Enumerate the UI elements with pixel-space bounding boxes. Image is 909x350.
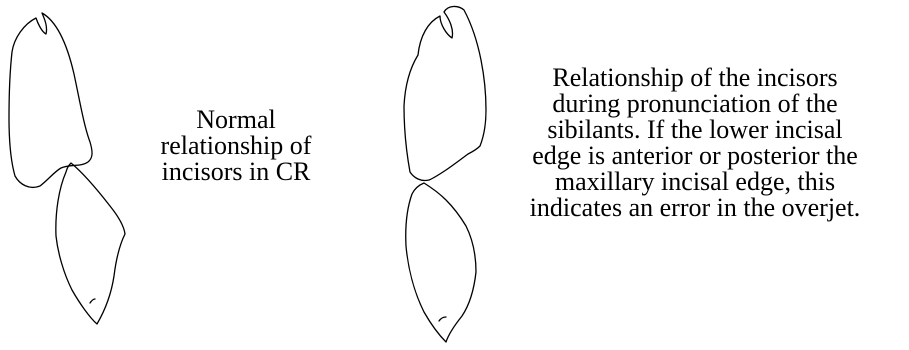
left-caption-line: incisors in CR	[150, 159, 322, 185]
right-caption-line: sibilants. If the lower incisal	[484, 117, 906, 143]
left-caption: Normal relationship of incisors in CR	[150, 107, 322, 185]
left-caption-line: Normal	[150, 107, 322, 133]
right-caption: Relationship of the incisors during pron…	[484, 65, 906, 221]
right-caption-line: during pronunciation of the	[484, 91, 906, 117]
left-lower-incisor	[56, 163, 125, 324]
right-caption-line: edge is anterior or posterior the	[484, 143, 906, 169]
left-upper-incisor	[9, 13, 92, 187]
right-lower-incisor-mark	[439, 317, 446, 321]
left-lower-incisor-mark	[90, 299, 95, 303]
left-caption-line: relationship of	[150, 133, 322, 159]
right-caption-line: Relationship of the incisors	[484, 65, 906, 91]
right-caption-line: indicates an error in the overjet.	[484, 195, 906, 221]
right-caption-line: maxillary incisal edge, this	[484, 169, 906, 195]
right-upper-incisor	[404, 6, 486, 180]
